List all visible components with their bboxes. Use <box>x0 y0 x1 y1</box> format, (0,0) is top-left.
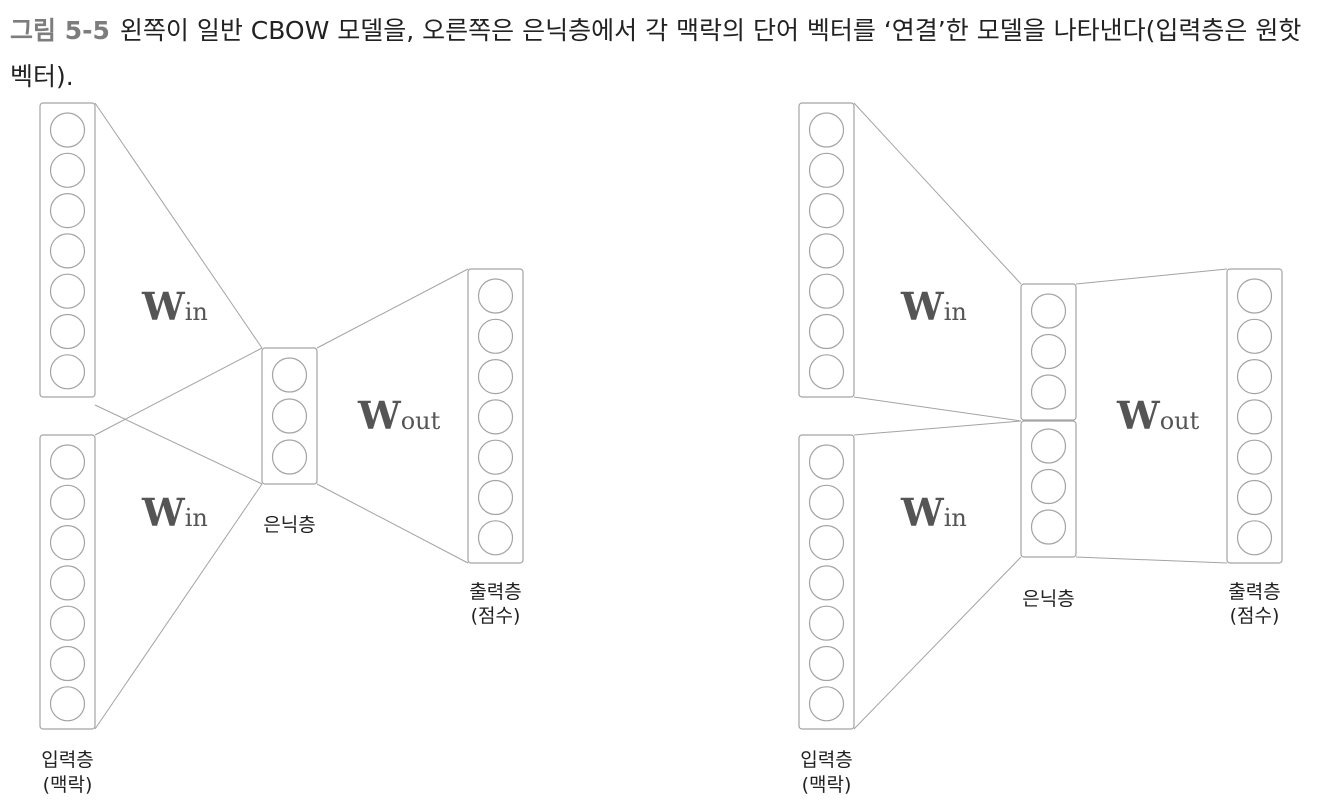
left-w-in-bottom-label: Win <box>141 490 208 535</box>
connection-line <box>853 396 1022 422</box>
right-input-bottom-layer <box>798 434 855 730</box>
right-output-sublabel: (점수) <box>1230 605 1280 627</box>
right-input-top-neuron <box>808 193 845 229</box>
right-input-bottom-neuron <box>808 686 845 722</box>
connection-lines <box>94 102 1228 730</box>
right-hidden-bottom-neuron <box>1030 509 1067 545</box>
right-input-bottom-neuron <box>808 524 845 561</box>
left-hidden-neuron <box>271 398 308 434</box>
right-input-top-neuron <box>808 354 845 390</box>
right-output-layer <box>1226 268 1283 564</box>
right-hidden-top-neuron <box>1030 293 1067 329</box>
left-input-bottom-neuron <box>49 565 86 601</box>
right-input-label: 입력층 <box>800 749 852 771</box>
left-output-sublabel: (점수) <box>471 605 521 627</box>
left-input-label: 입력층 <box>41 749 93 771</box>
left-input-top-neuron <box>49 193 86 229</box>
right-input-bottom-neuron <box>808 484 845 520</box>
connection-line <box>316 483 469 564</box>
left-input-bottom-neuron <box>49 524 86 561</box>
left-w-out-label: Wout <box>357 393 441 438</box>
left-output-neuron <box>477 318 514 354</box>
right-output-neuron <box>1236 439 1273 475</box>
right-hidden-bottom-neuron <box>1030 428 1067 464</box>
connection-line <box>94 102 263 349</box>
right-output-neuron <box>1236 399 1273 435</box>
right-input-top-neuron <box>808 112 845 148</box>
left-hidden-label: 은닉층 <box>263 514 315 536</box>
left-input-bottom-neuron <box>49 484 86 520</box>
left-input-bottom-neuron <box>49 444 86 480</box>
right-hidden-top-layer <box>1020 283 1077 421</box>
left-output-label: 출력층 <box>469 581 521 603</box>
left-input-top-neuron <box>49 112 86 148</box>
left-input-top-neuron <box>49 233 86 269</box>
right-input-top-neuron <box>808 313 845 350</box>
left-output-neuron <box>477 520 514 556</box>
right-output-label: 출력층 <box>1228 581 1280 603</box>
connection-line <box>94 347 263 436</box>
left-hidden-layer <box>261 347 318 485</box>
connection-line <box>316 268 469 349</box>
right-output-neuron <box>1236 359 1273 395</box>
left-hidden-neuron <box>271 357 308 393</box>
right-output-neuron <box>1236 278 1273 314</box>
left-input-sublabel: (맥락) <box>43 774 93 796</box>
connection-line <box>1075 268 1228 285</box>
left-output-neuron <box>477 399 514 435</box>
right-input-top-neuron <box>808 152 845 188</box>
right-output-neuron <box>1236 318 1273 354</box>
connection-line <box>853 102 1022 285</box>
right-input-bottom-neuron <box>808 645 845 682</box>
left-input-top-neuron <box>49 354 86 390</box>
figure-number: 그림 5-5 <box>10 16 110 45</box>
right-output-neuron <box>1236 479 1273 516</box>
connection-line <box>94 483 263 730</box>
layers <box>39 102 1283 730</box>
right-input-top-neuron <box>808 233 845 269</box>
connection-line <box>94 404 263 485</box>
right-hidden-top-neuron <box>1030 333 1067 370</box>
right-w-out-label: Wout <box>1116 393 1200 438</box>
left-hidden-neuron <box>271 439 308 475</box>
right-input-top-layer <box>798 102 855 398</box>
left-input-bottom-neuron <box>49 645 86 682</box>
connection-line <box>1075 556 1228 564</box>
left-output-neuron <box>477 439 514 475</box>
left-input-top-neuron <box>49 313 86 350</box>
connection-line <box>853 420 1022 436</box>
left-output-layer <box>467 268 524 564</box>
right-input-bottom-neuron <box>808 605 845 641</box>
left-input-top-neuron <box>49 273 86 309</box>
left-input-top-neuron <box>49 152 86 188</box>
right-input-bottom-neuron <box>808 565 845 601</box>
left-output-neuron <box>477 359 514 395</box>
left-output-neuron <box>477 479 514 516</box>
left-input-bottom-neuron <box>49 686 86 722</box>
caption-text: 왼쪽이 일반 CBOW 모델을, 오른쪽은 은닉층에서 각 맥락의 단어 벡터를… <box>10 16 1302 91</box>
connection-line <box>853 556 1022 730</box>
right-output-neuron <box>1236 520 1273 556</box>
right-hidden-top-neuron <box>1030 374 1067 410</box>
right-w-in-bottom-label: Win <box>900 490 967 535</box>
right-input-bottom-neuron <box>808 444 845 480</box>
right-hidden-label: 은닉층 <box>1022 588 1074 610</box>
left-input-bottom-layer <box>39 434 96 730</box>
right-hidden-bottom-layer <box>1020 420 1077 558</box>
left-input-top-layer <box>39 102 96 398</box>
right-input-sublabel: (맥락) <box>802 774 852 796</box>
left-input-bottom-neuron <box>49 605 86 641</box>
left-output-neuron <box>477 278 514 314</box>
right-w-in-top-label: Win <box>900 284 967 329</box>
left-w-in-top-label: Win <box>141 284 208 329</box>
right-hidden-bottom-neuron <box>1030 468 1067 505</box>
right-input-top-neuron <box>808 273 845 309</box>
